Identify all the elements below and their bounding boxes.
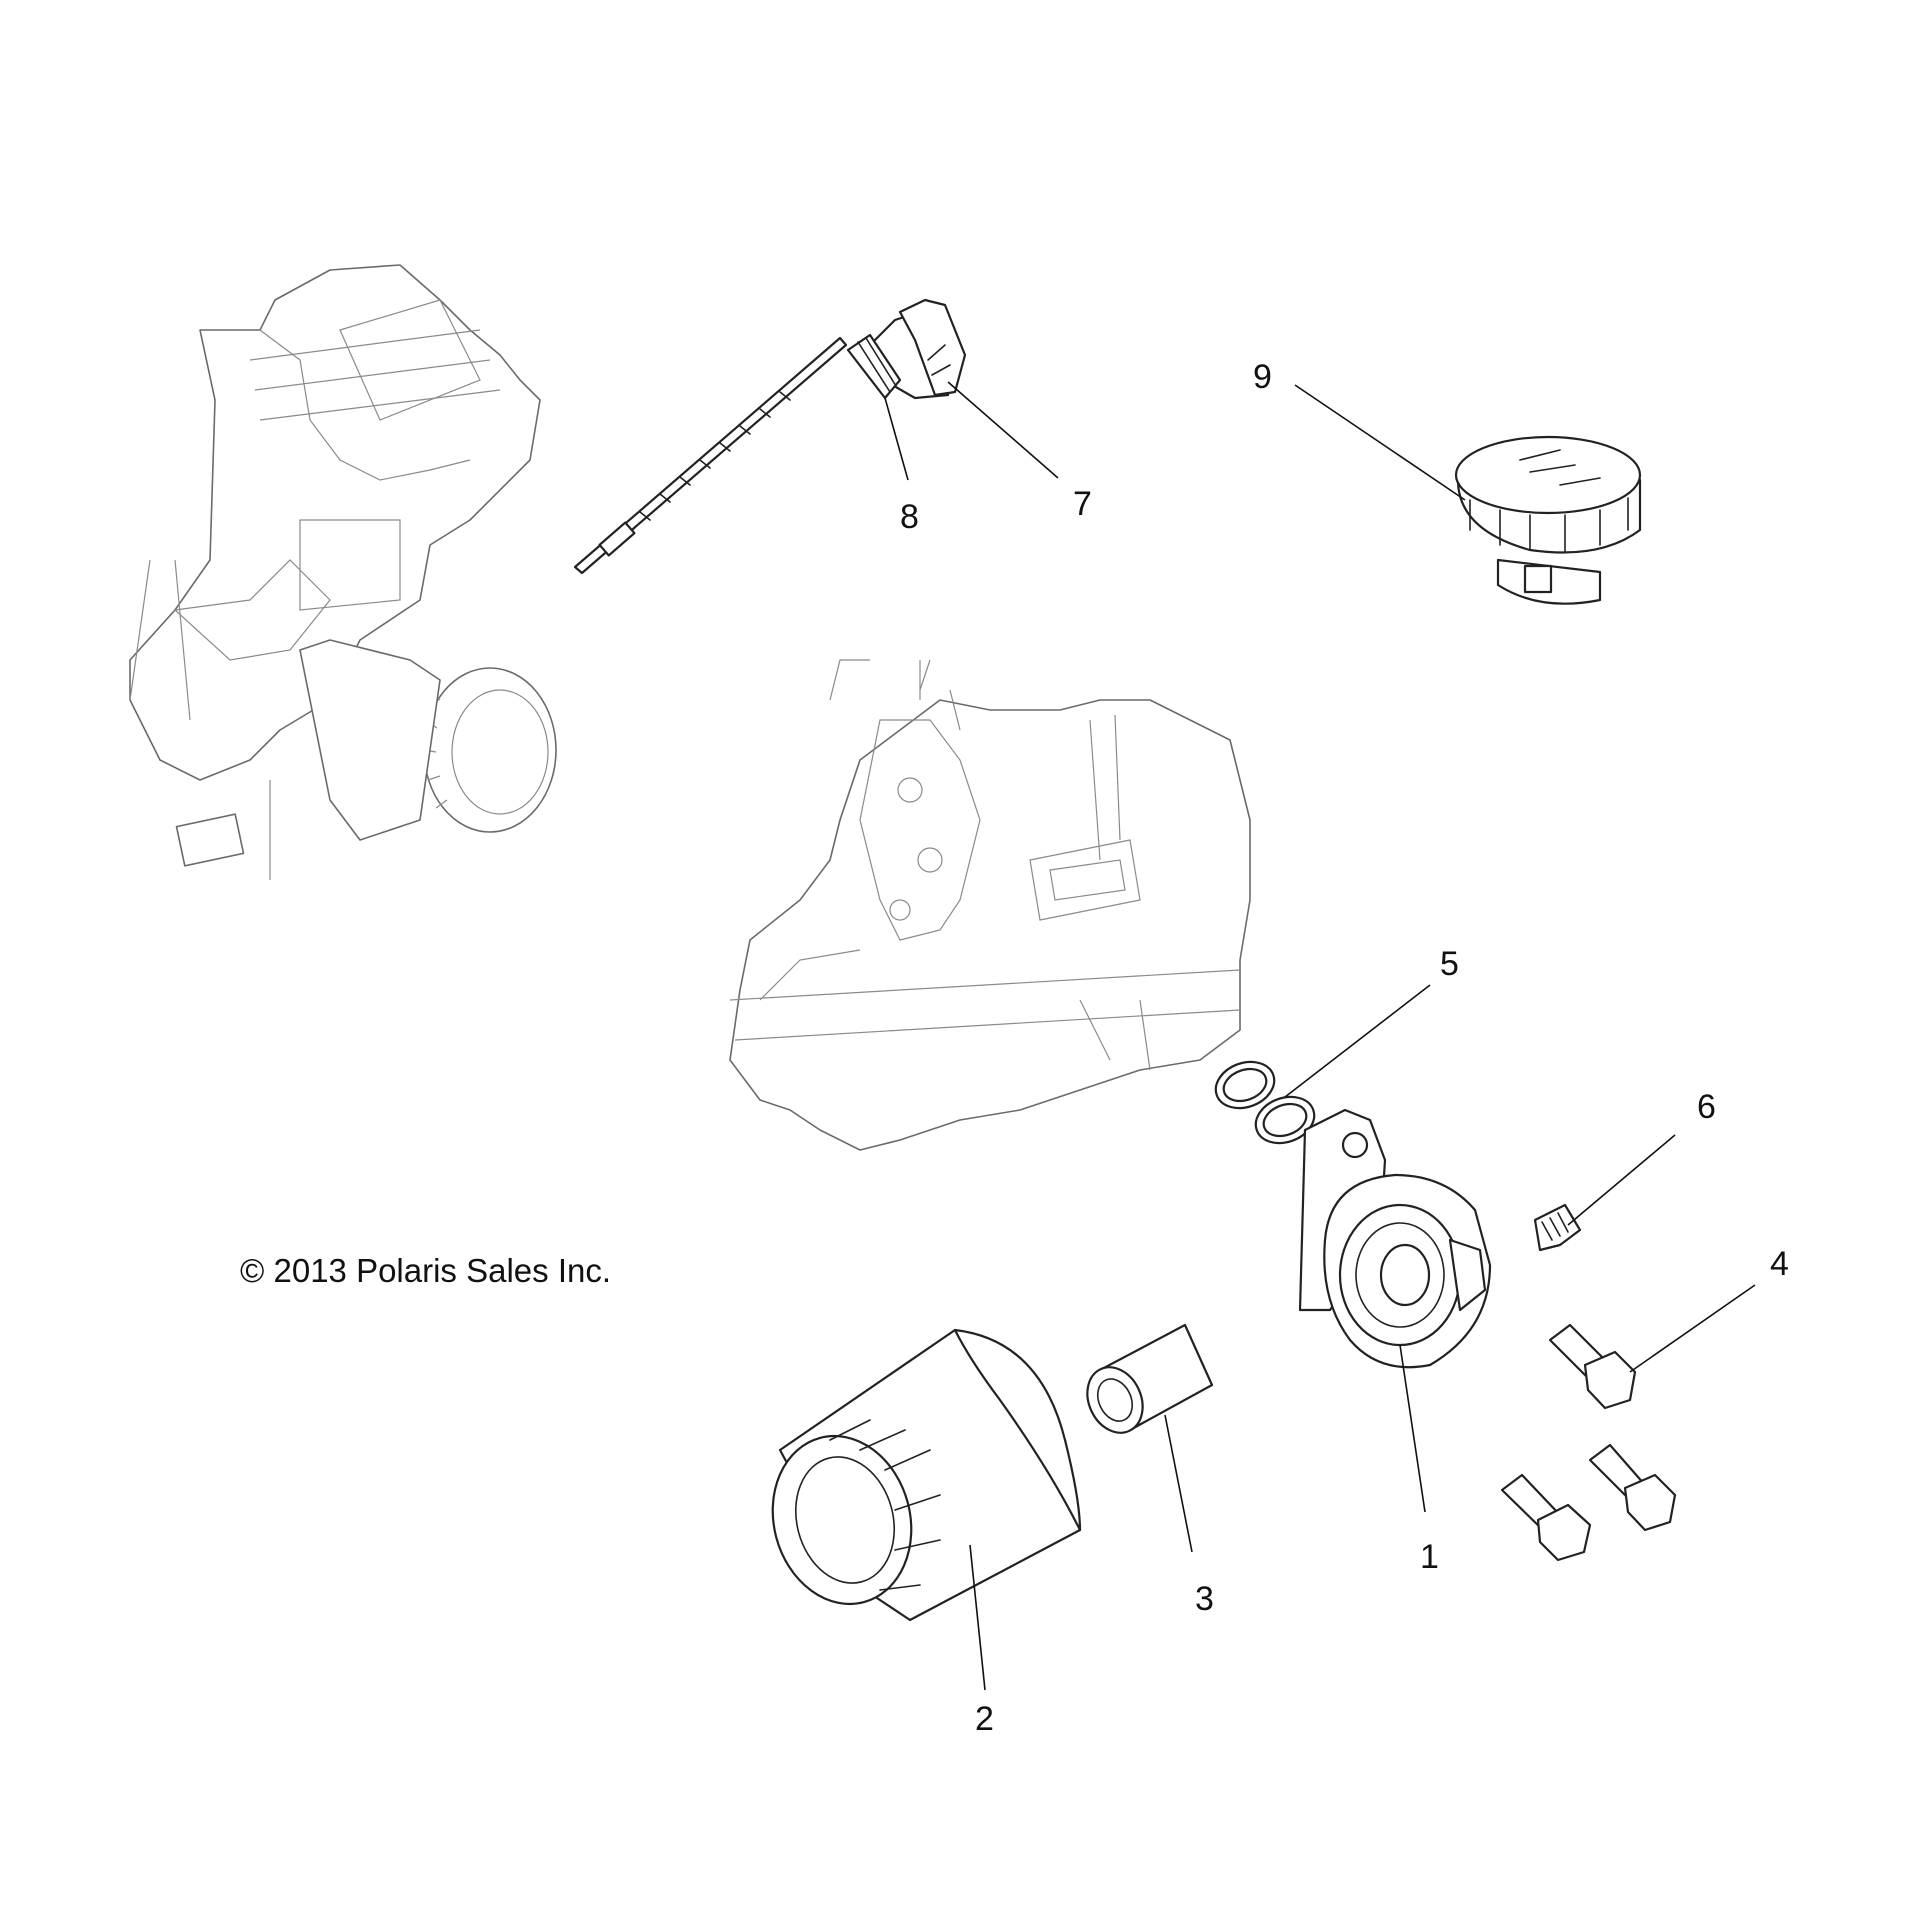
callout-3: 3 [1195,1580,1214,1618]
leader-line-9 [1294,384,1466,501]
callout-7: 7 [1073,485,1092,523]
leader-line-5 [1284,984,1431,1098]
callout-5: 5 [1440,945,1459,983]
callout-1: 1 [1420,1538,1439,1576]
leader-line-7 [947,381,1059,479]
o-rings-part-5[interactable] [1209,1054,1320,1151]
leader-line-2 [969,1544,986,1691]
dipstick-part-7[interactable] [573,298,967,575]
drain-plug-part-6[interactable] [1533,1203,1582,1252]
callout-4: 4 [1770,1245,1789,1283]
engine-cylinder-head-ghost [129,264,557,880]
callout-2: 2 [975,1700,994,1738]
leader-line-8 [884,397,909,481]
engine-crankcase-ghost [729,659,1251,1151]
leader-line-3 [1164,1414,1193,1553]
callout-9: 9 [1253,358,1272,396]
callout-8: 8 [900,498,919,536]
oil-fill-cap-part-9[interactable] [1454,435,1642,605]
sleeve-part-3[interactable] [1077,1323,1214,1442]
oil-filter-part-2[interactable] [754,1328,1082,1622]
leader-lines [884,381,1756,1691]
oil-filter-adapter-part-1[interactable] [1298,1108,1492,1369]
callout-6: 6 [1697,1088,1716,1126]
leader-line-6 [1567,1134,1676,1226]
mounting-bolts-part-4[interactable] [1500,1323,1677,1562]
callout-labels: 1 2 3 4 5 6 7 8 9 [900,358,1789,1738]
copyright-notice: © 2013 Polaris Sales Inc. [240,1252,611,1289]
leader-line-4 [1629,1284,1756,1373]
leader-line-1 [1399,1344,1426,1513]
